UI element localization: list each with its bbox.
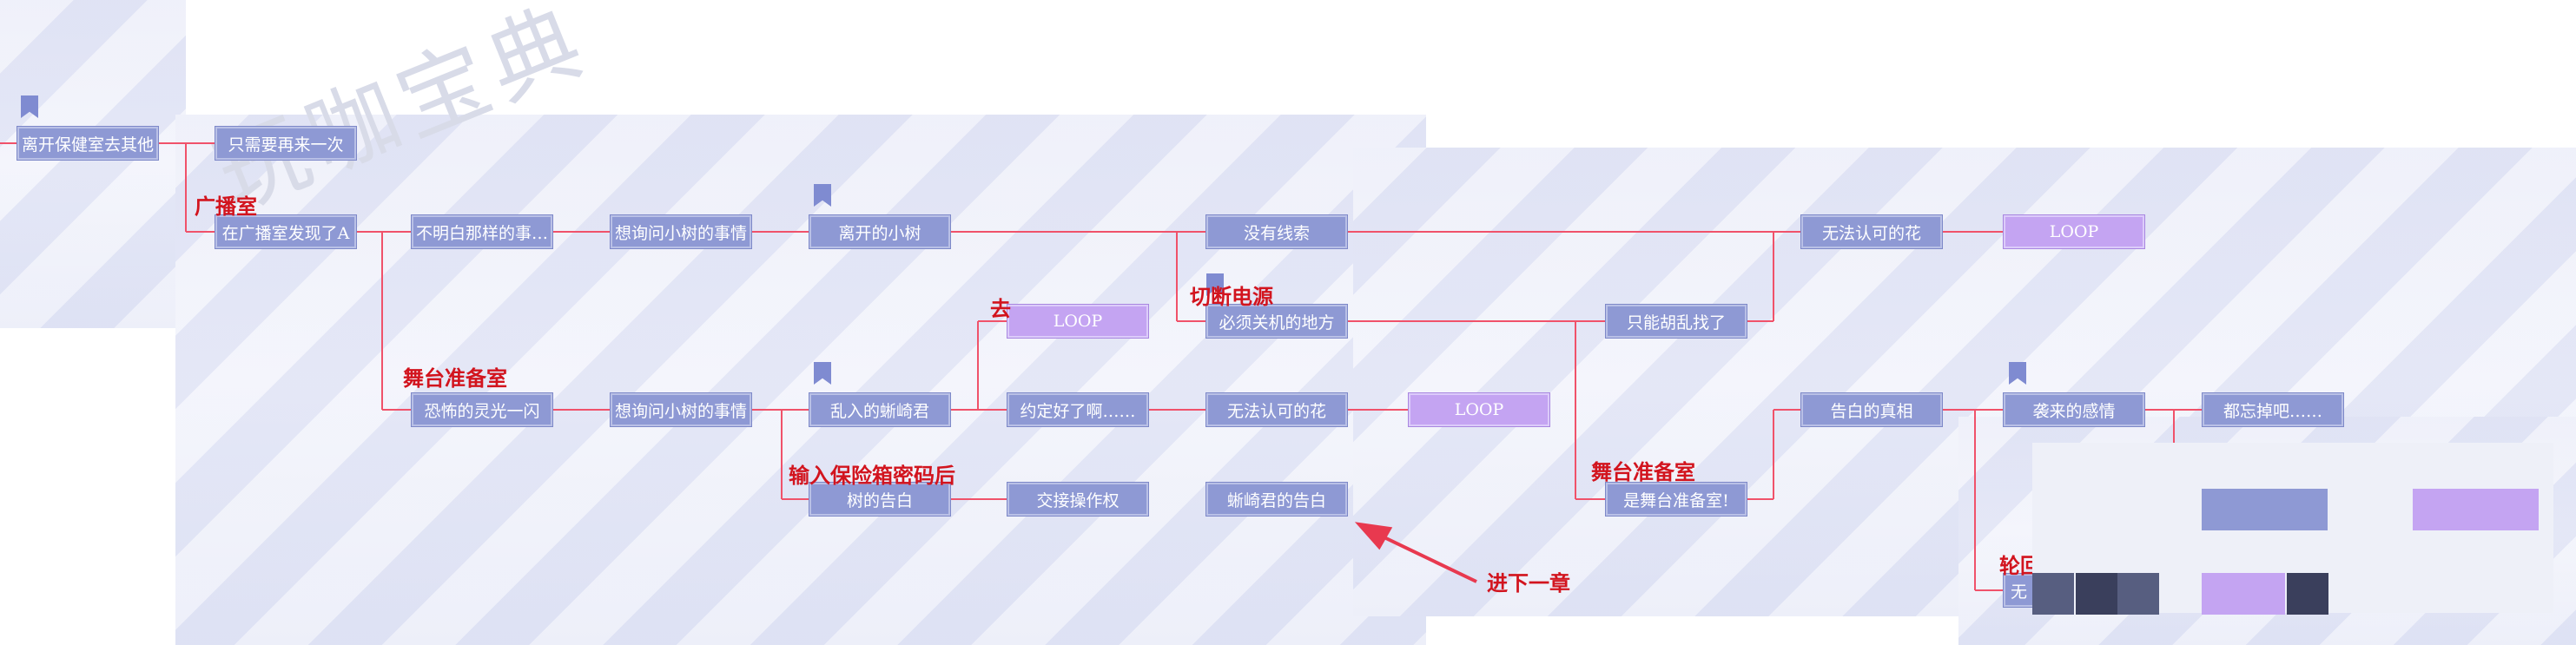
loop-node[interactable]: LOOP — [1408, 392, 1550, 427]
obscured-block — [2202, 489, 2328, 530]
label-stage-room: 舞台准备室 — [403, 366, 507, 391]
flow-node[interactable]: 没有线索 — [1205, 214, 1348, 249]
bookmark-icon — [1206, 273, 1224, 296]
background-panel-main — [175, 115, 1426, 645]
obscured-block — [2032, 573, 2074, 615]
flow-node[interactable]: 想询问小树的事情 — [610, 392, 752, 427]
flow-node[interactable]: 袭来的感情 — [2003, 392, 2145, 427]
flow-node[interactable]: 只能胡乱找了 — [1605, 304, 1747, 339]
obscured-block — [2202, 573, 2285, 615]
flow-node[interactable]: 蜥崎君的告白 — [1205, 482, 1348, 517]
flow-node[interactable]: 告白的真相 — [1800, 392, 1943, 427]
bookmark-icon — [2009, 362, 2026, 385]
flow-node[interactable]: 是舞台准备室! — [1605, 482, 1747, 517]
flow-node[interactable]: 约定好了啊…… — [1007, 392, 1149, 427]
flow-node[interactable]: 必须关机的地方 — [1205, 304, 1348, 339]
bookmark-icon — [21, 95, 38, 118]
flow-node[interactable]: 交接操作权 — [1007, 482, 1149, 517]
flow-node[interactable]: 离开的小树 — [809, 214, 951, 249]
flow-node[interactable]: 只需要再来一次 — [215, 126, 357, 161]
flow-node[interactable]: 都忘掉吧…… — [2202, 392, 2344, 427]
flow-node[interactable]: 无法认可的花 — [1800, 214, 1943, 249]
flow-node[interactable]: 恐怖的灵光一闪 — [411, 392, 553, 427]
label-cycle: 轮回 — [1999, 554, 2032, 578]
obscured-block — [2413, 489, 2539, 530]
label-broadcast-room: 广播室 — [195, 194, 257, 219]
flow-node[interactable]: 在广播室发现了A — [215, 214, 357, 249]
flow-node[interactable]: 无法认可的花 — [1205, 392, 1348, 427]
label-next-chapter: 进下一章 — [1487, 571, 1570, 596]
loop-node[interactable]: LOOP — [2003, 214, 2145, 249]
flow-node[interactable]: 想询问小树的事情 — [610, 214, 752, 249]
bookmark-icon — [814, 362, 831, 385]
label-safe-password: 输入保险箱密码后 — [789, 464, 955, 488]
label-cut-power: 切断电源 — [1190, 285, 1273, 309]
flow-node[interactable]: 不明白那样的事… — [411, 214, 553, 249]
obscured-block — [2076, 573, 2117, 615]
bookmark-icon — [814, 184, 831, 207]
flow-node[interactable]: 树的告白 — [809, 482, 951, 517]
loop-node[interactable]: LOOP — [1007, 304, 1149, 339]
flow-node[interactable]: 离开保健室去其他 — [17, 126, 159, 161]
label-stage-room-2: 舞台准备室 — [1591, 460, 1695, 484]
flow-node[interactable]: 乱入的蜥崎君 — [809, 392, 951, 427]
label-go: 去 — [990, 297, 1011, 321]
obscured-block — [2287, 573, 2328, 615]
obscured-block — [2117, 573, 2159, 615]
background-panel-left — [0, 0, 186, 328]
